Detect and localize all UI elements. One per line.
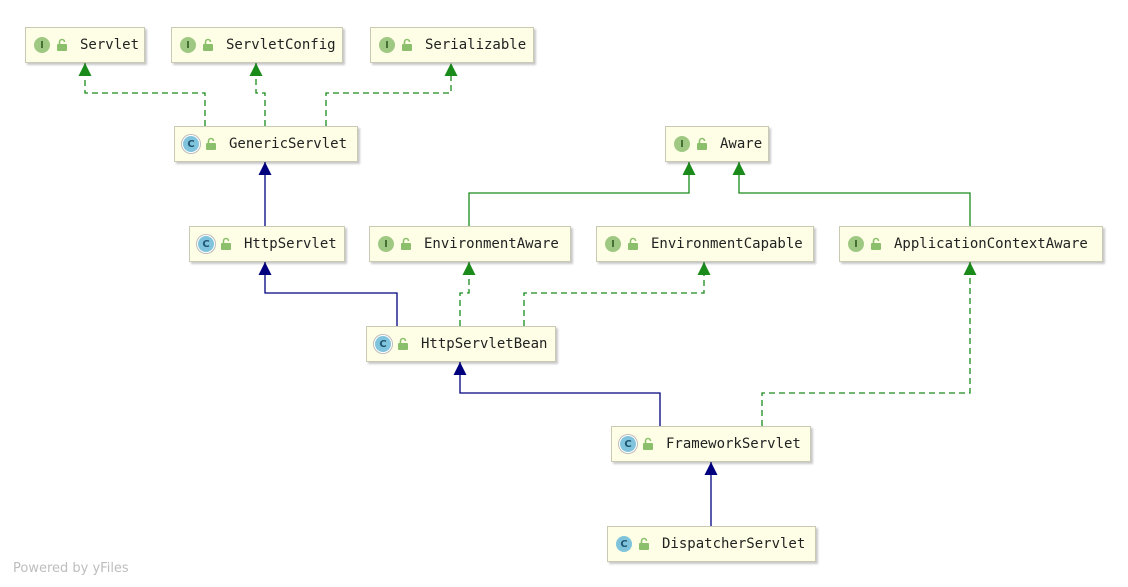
edge-genericservlet-serializable — [325, 63, 458, 126]
edge-httpservletbean-httpservlet — [258, 262, 398, 326]
unlock-icon — [400, 37, 414, 53]
edge-genericservlet-servlet — [78, 63, 206, 126]
node-environmentaware[interactable]: I EnvironmentAware — [369, 226, 571, 262]
node-environmentcapable[interactable]: I EnvironmentCapable — [596, 226, 814, 262]
interface-icon: I — [605, 236, 621, 252]
node-label: HttpServletBean — [421, 336, 548, 352]
interface-icon: I — [674, 136, 690, 152]
node-aware[interactable]: I Aware — [665, 126, 769, 162]
abstract-class-icon: C — [183, 136, 199, 152]
interface-icon: I — [34, 37, 50, 53]
node-label: HttpServlet — [244, 236, 337, 252]
node-servletconfig[interactable]: I ServletConfig — [171, 27, 343, 63]
node-serializable[interactable]: I Serializable — [370, 27, 534, 63]
unlock-icon — [626, 236, 640, 252]
node-label: Servlet — [80, 37, 140, 53]
node-applicationcontextaware[interactable]: I ApplicationContextAware — [839, 226, 1103, 262]
unlock-icon — [637, 536, 651, 552]
node-label: ApplicationContextAware — [894, 236, 1088, 252]
powered-by-footer: Powered by yFiles — [13, 561, 129, 576]
unlock-icon — [201, 37, 215, 53]
class-icon: C — [616, 536, 632, 552]
interface-icon: I — [379, 37, 395, 53]
unlock-icon — [641, 436, 655, 452]
node-label: GenericServlet — [229, 136, 348, 152]
node-label: ServletConfig — [226, 37, 336, 53]
unlock-icon — [869, 236, 883, 252]
interface-icon: I — [378, 236, 394, 252]
edge-genericservlet-servletconfig — [249, 63, 266, 126]
interface-icon: I — [180, 37, 196, 53]
node-dispatcherservlet[interactable]: C DispatcherServlet — [607, 526, 816, 562]
edge-frameworkservlet-httpservletbean — [453, 362, 661, 426]
edge-environmentaware-aware — [468, 162, 696, 226]
node-label: Aware — [720, 136, 763, 152]
unlock-icon — [55, 37, 69, 53]
interface-icon: I — [848, 236, 864, 252]
node-label: Serializable — [425, 37, 527, 53]
unlock-icon — [695, 136, 709, 152]
edge-httpservletbean-environmentcapable — [523, 262, 711, 326]
node-label: FrameworkServlet — [666, 436, 801, 452]
node-label: EnvironmentAware — [424, 236, 559, 252]
edge-httpservletbean-environmentaware — [459, 262, 476, 326]
abstract-class-icon: C — [620, 436, 636, 452]
abstract-class-icon: C — [198, 236, 214, 252]
node-httpservlet[interactable]: C HttpServlet — [189, 226, 345, 262]
unlock-icon — [396, 336, 410, 352]
node-label: EnvironmentCapable — [651, 236, 803, 252]
node-httpservletbean[interactable]: C HttpServletBean — [366, 326, 556, 362]
node-frameworkservlet[interactable]: C FrameworkServlet — [611, 426, 811, 462]
node-servlet[interactable]: I Servlet — [25, 27, 145, 63]
node-label: DispatcherServlet — [662, 536, 806, 552]
node-genericservlet[interactable]: C GenericServlet — [174, 126, 358, 162]
unlock-icon — [399, 236, 413, 252]
edge-applicationcontextaware-aware — [732, 162, 971, 226]
unlock-icon — [204, 136, 218, 152]
unlock-icon — [219, 236, 233, 252]
edge-frameworkservlet-applicationcontextaware — [761, 262, 977, 426]
abstract-class-icon: C — [375, 336, 391, 352]
